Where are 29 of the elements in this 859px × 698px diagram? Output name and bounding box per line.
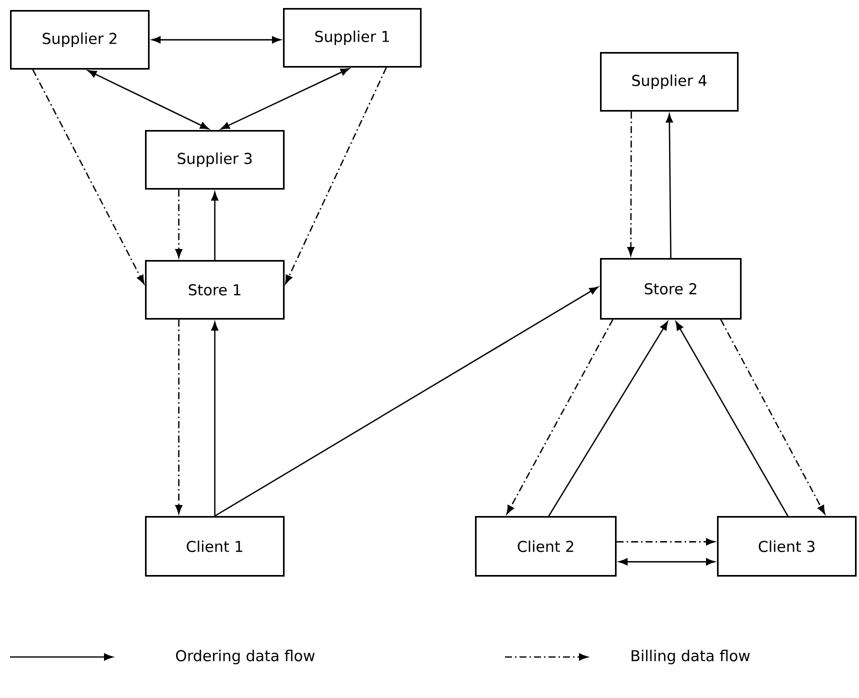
arrow	[32, 69, 144, 284]
arrow	[214, 286, 598, 517]
arrow	[616, 538, 715, 546]
process-box: Supplier 2	[10, 10, 150, 70]
arrow	[285, 67, 387, 284]
arrow	[211, 192, 218, 260]
arrow	[175, 190, 182, 258]
process-box: Supplier 4	[600, 52, 739, 112]
legend-text: Billing data flow	[632, 650, 750, 664]
legend-text: Ordering data flow	[176, 650, 315, 664]
arrow	[220, 68, 350, 130]
process-box: Store 2	[600, 258, 742, 320]
arrow	[175, 320, 182, 514]
process-box: Client 3	[717, 516, 857, 577]
process-box: Client 2	[475, 516, 617, 577]
arrow	[676, 321, 788, 516]
arrow	[618, 558, 715, 566]
arrow	[211, 322, 218, 516]
arrow	[152, 36, 281, 44]
arrow	[720, 319, 826, 514]
arrow	[506, 319, 614, 514]
arrow	[666, 114, 673, 258]
process-box: Supplier 1	[283, 8, 422, 68]
arrow	[548, 321, 668, 516]
process-box: Supplier 3	[145, 130, 285, 190]
process-box: Store 1	[145, 260, 285, 320]
arrow	[627, 112, 634, 256]
arrow	[88, 70, 209, 130]
process-box: Client 1	[145, 516, 285, 577]
